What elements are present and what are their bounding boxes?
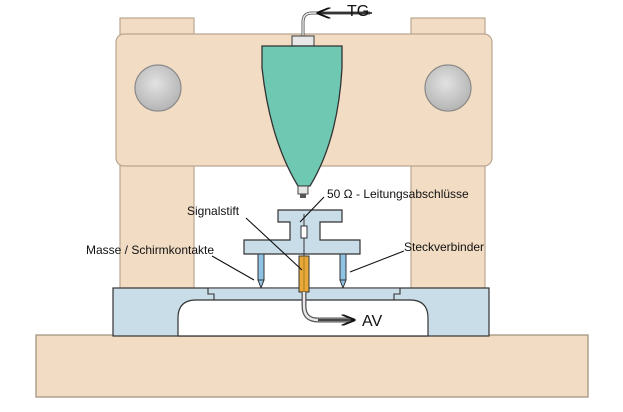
frame-right-column xyxy=(410,159,486,291)
av-cable-inner xyxy=(302,292,350,322)
label-signal-pin: Signalstift xyxy=(187,204,240,218)
probe-body xyxy=(261,45,343,187)
label-tg: TG xyxy=(347,3,369,20)
termination-resistor xyxy=(300,225,308,239)
leader-signal-pin xyxy=(245,217,303,271)
leader-ground-contacts xyxy=(211,255,255,281)
leader-connector xyxy=(349,250,405,273)
frame-left-column xyxy=(119,159,195,291)
holder-cavity xyxy=(177,299,429,337)
label-terminations: 50 Ω - Leitungsabschlüsse xyxy=(327,187,469,201)
ground-pin-right xyxy=(339,253,347,281)
ground-pin-left xyxy=(257,253,265,281)
base-plate xyxy=(35,334,589,398)
label-ground-contacts: Masse / Schirmkontakte xyxy=(86,243,214,257)
probe-tip-end xyxy=(300,194,306,198)
leader-terminations xyxy=(299,196,325,223)
tg-cable-inner xyxy=(302,12,370,36)
label-av: AV xyxy=(362,313,382,330)
label-connector: Steckverbinder xyxy=(404,240,484,254)
probe-cap xyxy=(291,35,315,47)
ground-pin-left-tip xyxy=(257,279,265,290)
ground-pin-right-tip xyxy=(339,279,347,290)
probe-tip xyxy=(297,185,309,195)
guide-hole-right xyxy=(424,64,472,112)
guide-hole-left xyxy=(134,64,182,112)
